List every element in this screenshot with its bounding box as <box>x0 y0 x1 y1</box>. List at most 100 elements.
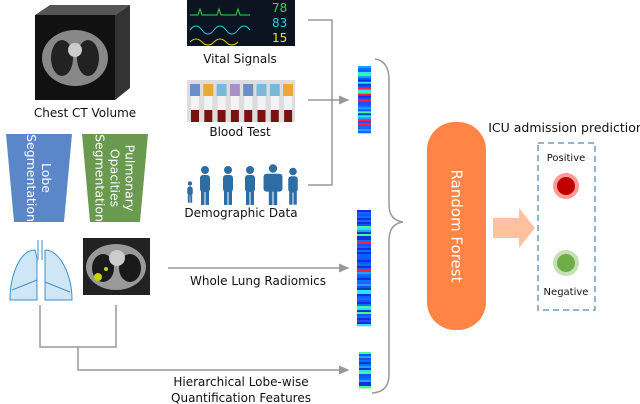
feature-stripe <box>358 83 371 87</box>
opacity-segmentation-shape <box>82 134 148 222</box>
tube-cap <box>190 84 200 96</box>
feature-stripe <box>359 378 371 381</box>
random-forest-box <box>427 122 486 330</box>
demographic-label: Demographic Data <box>184 206 298 220</box>
feature-stripe <box>358 107 371 110</box>
feature-stripe <box>357 218 371 221</box>
feature-stripe <box>359 360 371 363</box>
feature-stripe <box>359 382 371 385</box>
feature-stripe <box>357 228 371 231</box>
feature-stripe <box>359 368 371 371</box>
ct-volume-label: Chest CT Volume <box>33 106 137 120</box>
feature-stripe <box>357 216 371 219</box>
feature-stripe <box>357 278 371 281</box>
clinical-feature-vector <box>358 66 371 134</box>
feature-stripe <box>357 322 371 325</box>
feature-stripe <box>358 117 371 120</box>
feature-stripe <box>357 274 371 277</box>
feature-stripe <box>357 222 371 225</box>
feature-stripe <box>358 89 371 92</box>
vital-readout-rr: 15 <box>272 31 287 45</box>
person-body <box>288 176 298 193</box>
lung-lobe-diagram <box>9 240 73 301</box>
lobe-wise-feature-vector <box>359 352 371 389</box>
feature-stripe <box>357 310 371 313</box>
output-box <box>537 142 596 311</box>
feature-stripe <box>357 224 371 227</box>
feature-stripe <box>357 270 371 273</box>
feature-stripe <box>357 246 371 249</box>
feature-stripe <box>357 282 371 285</box>
feature-stripe <box>359 376 371 379</box>
feature-stripe <box>358 81 371 85</box>
person-head <box>201 166 209 174</box>
feature-stripe <box>358 127 371 130</box>
person-head <box>224 166 232 174</box>
feature-stripe <box>358 119 371 122</box>
tube <box>244 96 253 122</box>
feature-stripe <box>357 298 371 301</box>
feature-stripe <box>358 66 371 69</box>
vital-readout-spo2: 83 <box>272 16 287 30</box>
positive-indicator <box>557 177 575 195</box>
feature-stripe <box>359 386 371 389</box>
feature-stripe <box>359 358 371 361</box>
lobe-seg-line-2: Segmentation <box>24 134 39 222</box>
feature-stripe <box>357 290 371 293</box>
feature-stripe <box>357 260 371 263</box>
feature-stripe <box>357 226 371 229</box>
feature-stripe <box>357 324 371 327</box>
person-head <box>246 166 254 174</box>
feature-stripe <box>357 304 371 307</box>
random-forest-label: Random Forest <box>447 169 466 283</box>
feature-stripe <box>358 131 371 134</box>
feature-stripe <box>358 87 371 90</box>
feature-stripe <box>357 276 371 279</box>
feature-stripe <box>359 372 371 375</box>
tube-cap <box>269 84 280 96</box>
radiomics-feature-vector <box>357 210 371 327</box>
opacity-segmentation-label: Pulmonary Opacities Segmentation <box>93 134 138 222</box>
person-leg <box>273 190 278 206</box>
person-leg <box>250 191 254 205</box>
feature-stripe <box>357 214 371 217</box>
feature-stripe <box>358 101 371 104</box>
person-leg <box>205 191 209 205</box>
feature-stripe <box>358 95 371 98</box>
feature-stripe <box>357 256 371 259</box>
feature-stripe <box>357 252 371 255</box>
person-body <box>245 175 255 192</box>
feature-stripe <box>359 380 371 383</box>
tube <box>217 96 226 122</box>
feature-stripe <box>357 212 371 215</box>
output-title: ICU admission prediction <box>488 120 640 135</box>
lobe-seg-line-1: Lobe <box>39 162 54 194</box>
vital-signals-label: Vital Signals <box>203 52 277 66</box>
feature-stripe <box>357 318 371 321</box>
opacity-seg-line-3: Segmentation <box>92 134 108 222</box>
feature-stripe <box>358 103 371 106</box>
demographic-people-icon <box>187 164 298 206</box>
vital-signals-image: 78 83 15 <box>187 0 295 46</box>
tube <box>257 96 266 122</box>
person-leg <box>228 191 232 205</box>
feature-stripe <box>357 280 371 283</box>
feature-stripe <box>357 306 371 309</box>
feature-stripe <box>359 352 371 355</box>
feature-stripe <box>357 248 371 251</box>
feature-stripe <box>357 294 371 297</box>
feature-stripe <box>358 77 371 81</box>
tube-cap <box>216 84 227 96</box>
tube <box>270 96 279 122</box>
feature-stripe <box>358 75 371 79</box>
feature-stripe <box>358 85 371 88</box>
tube-blood <box>284 110 293 122</box>
feature-stripe <box>357 234 371 237</box>
feature-stripe <box>357 296 371 299</box>
opacity-seg-line-2: Opacities <box>107 148 123 208</box>
feature-stripe <box>357 254 371 257</box>
feature-stripe <box>358 113 371 116</box>
person-body <box>263 173 283 192</box>
